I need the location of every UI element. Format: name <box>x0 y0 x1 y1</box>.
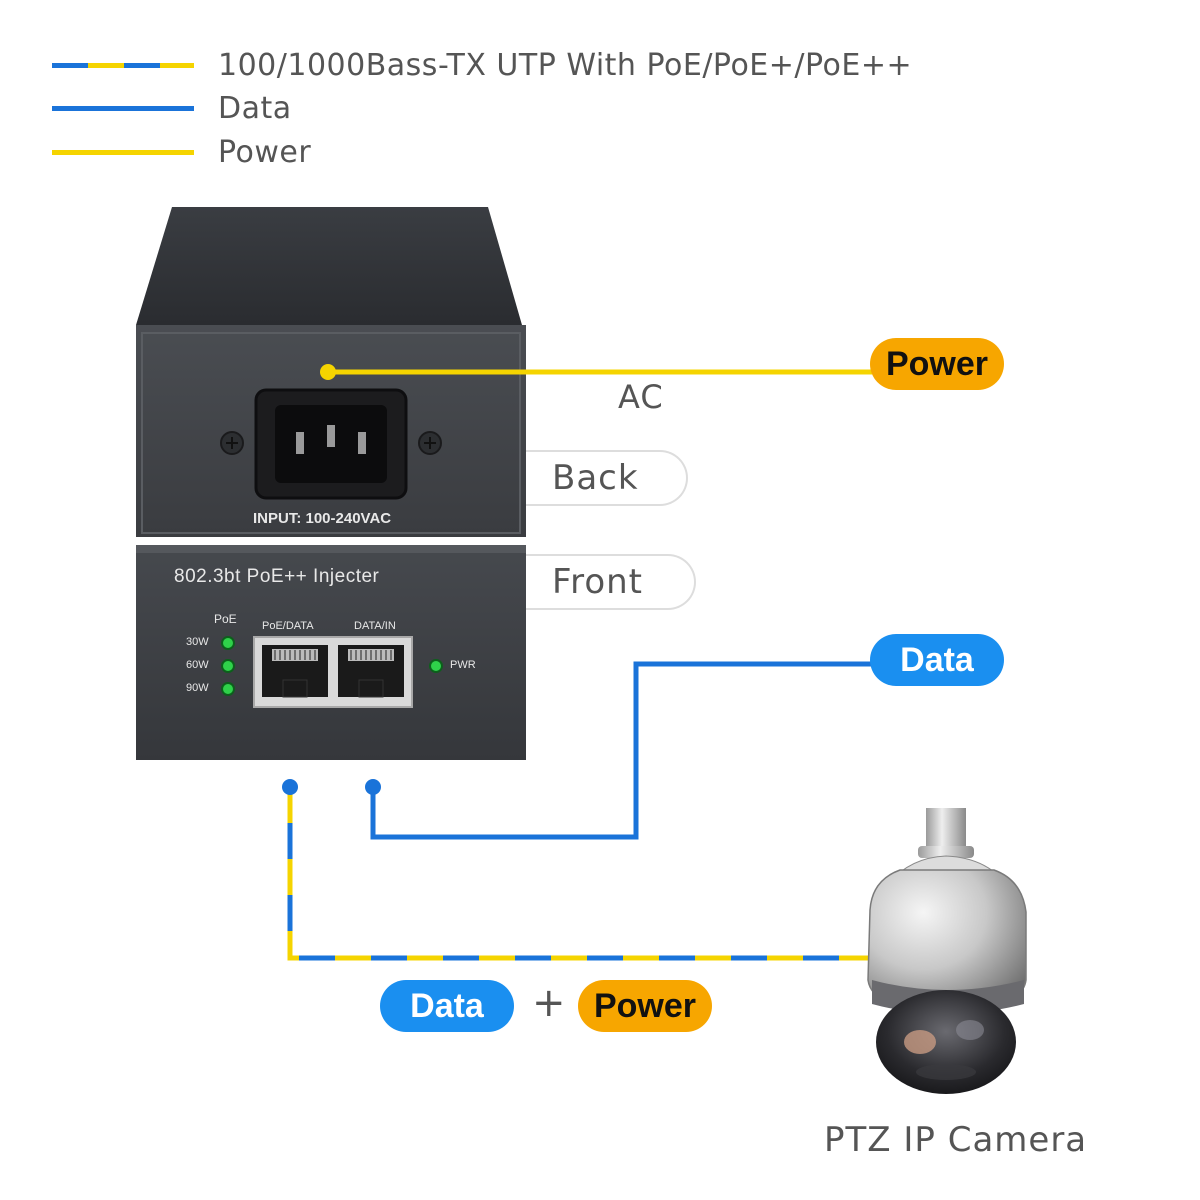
data-endpoint-dot <box>365 779 381 795</box>
ac-pin <box>327 425 335 447</box>
back-panel-bevel <box>141 332 521 534</box>
poe-line-base <box>287 787 870 961</box>
rj45-port-2-icon <box>338 645 404 698</box>
data-pill: Data <box>870 634 1004 686</box>
rj45-port-1-icon <box>262 645 328 698</box>
legend-line-data <box>52 105 194 111</box>
camera-label: PTZ IP Camera <box>824 1120 1088 1160</box>
ac-pin <box>296 432 304 454</box>
screw-slot <box>226 437 238 449</box>
injector-top-face <box>136 207 522 325</box>
ac-label: AC <box>618 378 664 416</box>
ac-pin <box>358 432 366 454</box>
ptz-camera-icon <box>867 808 1027 1094</box>
legend-item-poe: 100/1000Bass-TX UTP With PoE/PoE+/PoE++ <box>52 47 913 83</box>
data-line <box>370 661 872 840</box>
bottom-data-pill: Data <box>380 980 514 1032</box>
legend-line-power <box>52 149 194 155</box>
model-label: 802.3bt PoE++ Injecter <box>174 566 380 587</box>
poe-endpoint-dot <box>282 779 298 795</box>
back-label: Back <box>526 450 688 506</box>
led-90w-label: 90W <box>186 682 209 694</box>
bottom-power-pill: Power <box>578 980 712 1032</box>
led-60w-icon <box>221 659 235 673</box>
legend-item-power: Power <box>52 134 312 170</box>
legend-item-data: Data <box>52 90 292 126</box>
led-90w-icon <box>221 682 235 696</box>
legend-label: 100/1000Bass-TX UTP With PoE/PoE+/PoE++ <box>218 47 913 83</box>
port2-label: DATA/IN <box>354 620 396 632</box>
led-60w-label: 60W <box>186 659 209 671</box>
input-rating-label: INPUT: 100-240VAC <box>253 510 392 527</box>
plus-sign: + <box>532 980 566 1026</box>
screw-slot <box>424 437 436 449</box>
front-panel-top-edge <box>136 545 526 553</box>
power-pill: Power <box>870 338 1004 390</box>
legend-label: Data <box>218 90 292 126</box>
legend-label: Power <box>218 134 312 170</box>
led-30w-label: 30W <box>186 636 209 648</box>
legend-line-mixed <box>52 62 194 68</box>
led-30w-icon <box>221 636 235 650</box>
front-label: Front <box>526 554 696 610</box>
pwr-led-label: PWR <box>450 659 476 671</box>
led-pwr-icon <box>429 659 443 673</box>
port1-label: PoE/DATA <box>262 620 314 632</box>
poe-line-dashes <box>287 787 870 961</box>
power-endpoint-dot <box>320 364 336 380</box>
poe-led-group-label: PoE <box>214 612 237 626</box>
